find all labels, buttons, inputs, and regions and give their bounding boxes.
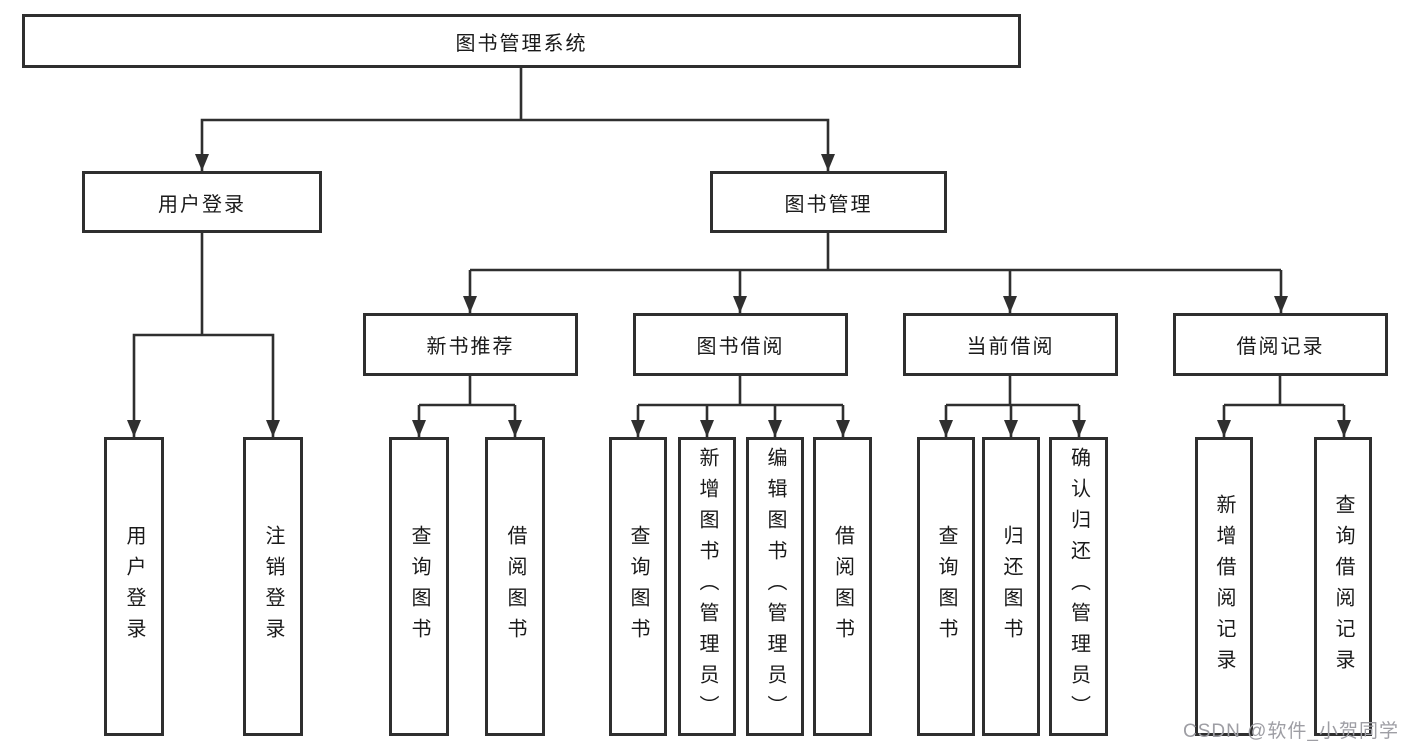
leaf-cb-query-books: 查询图书 [917,437,975,736]
connector-book-management-to-level3 [468,233,1283,313]
leaf-br-add-record: 新增借阅记录 [1195,437,1253,736]
leaf-nbr-query-books-label: 查询图书 [408,524,430,649]
leaf-br-query-record-label: 查询借阅记录 [1332,493,1354,680]
leaf-nbr-borrow-books-label: 借阅图书 [504,524,526,649]
node-current-borrowing-label: 当前借阅 [966,336,1055,358]
leaf-bb-add-books-admin-label: 新增图书（管理员） [696,447,718,726]
leaf-cb-query-books-label: 查询图书 [935,524,957,649]
leaf-cb-return-books: 归还图书 [982,437,1040,736]
node-book-borrowing: 图书借阅 [633,313,848,376]
leaf-nbr-query-books: 查询图书 [389,437,449,736]
node-current-borrowing: 当前借阅 [903,313,1118,376]
leaf-br-add-record-label: 新增借阅记录 [1213,493,1235,680]
leaf-br-query-record: 查询借阅记录 [1314,437,1372,736]
arrowhead-icons [127,154,1351,437]
connector-new-book-recommend-to-leaves [417,376,517,437]
leaf-logout: 注销登录 [243,437,303,736]
leaf-user-login: 用户登录 [104,437,164,736]
connector-paths [132,68,1346,437]
connector-root-to-level2 [200,68,830,171]
node-book-management-label: 图书管理 [784,193,873,216]
leaf-bb-edit-books-admin: 编辑图书（管理员） [746,437,804,736]
leaf-user-login-label: 用户登录 [123,524,145,649]
node-root: 图书管理系统 [22,14,1021,68]
node-new-book-recommend-label: 新书推荐 [426,336,515,358]
node-borrowing-records: 借阅记录 [1173,313,1388,376]
node-new-book-recommend: 新书推荐 [363,313,578,376]
node-borrowing-records-label: 借阅记录 [1236,336,1325,358]
leaf-bb-borrow-books: 借阅图书 [813,437,872,736]
csdn-watermark: CSDN @软件_小贺同学 [1183,716,1399,743]
node-root-label: 图书管理系统 [455,32,588,55]
leaf-bb-add-books-admin: 新增图书（管理员） [678,437,736,736]
node-user-login-label: 用户登录 [158,193,246,216]
leaf-cb-confirm-return-admin: 确认归还（管理员） [1049,437,1108,736]
connector-borrowing-records-to-leaves [1222,376,1346,437]
leaf-cb-return-books-label: 归还图书 [1000,524,1022,649]
node-book-management: 图书管理 [710,171,947,233]
leaf-bb-query-books-label: 查询图书 [627,524,649,649]
leaf-bb-borrow-books-label: 借阅图书 [831,524,854,649]
leaf-nbr-borrow-books: 借阅图书 [485,437,545,736]
leaf-logout-label: 注销登录 [262,524,284,649]
leaf-bb-edit-books-admin-label: 编辑图书（管理员） [764,447,786,726]
leaf-cb-confirm-return-admin-label: 确认归还（管理员） [1067,447,1090,726]
connector-book-borrowing-to-leaves [636,376,845,437]
connector-user-login-to-leaves [132,233,275,437]
node-user-login: 用户登录 [82,171,322,233]
csdn-watermark-text: CSDN @软件_小贺同学 [1183,721,1399,742]
node-book-borrowing-label: 图书借阅 [696,336,785,358]
leaf-bb-query-books: 查询图书 [609,437,667,736]
